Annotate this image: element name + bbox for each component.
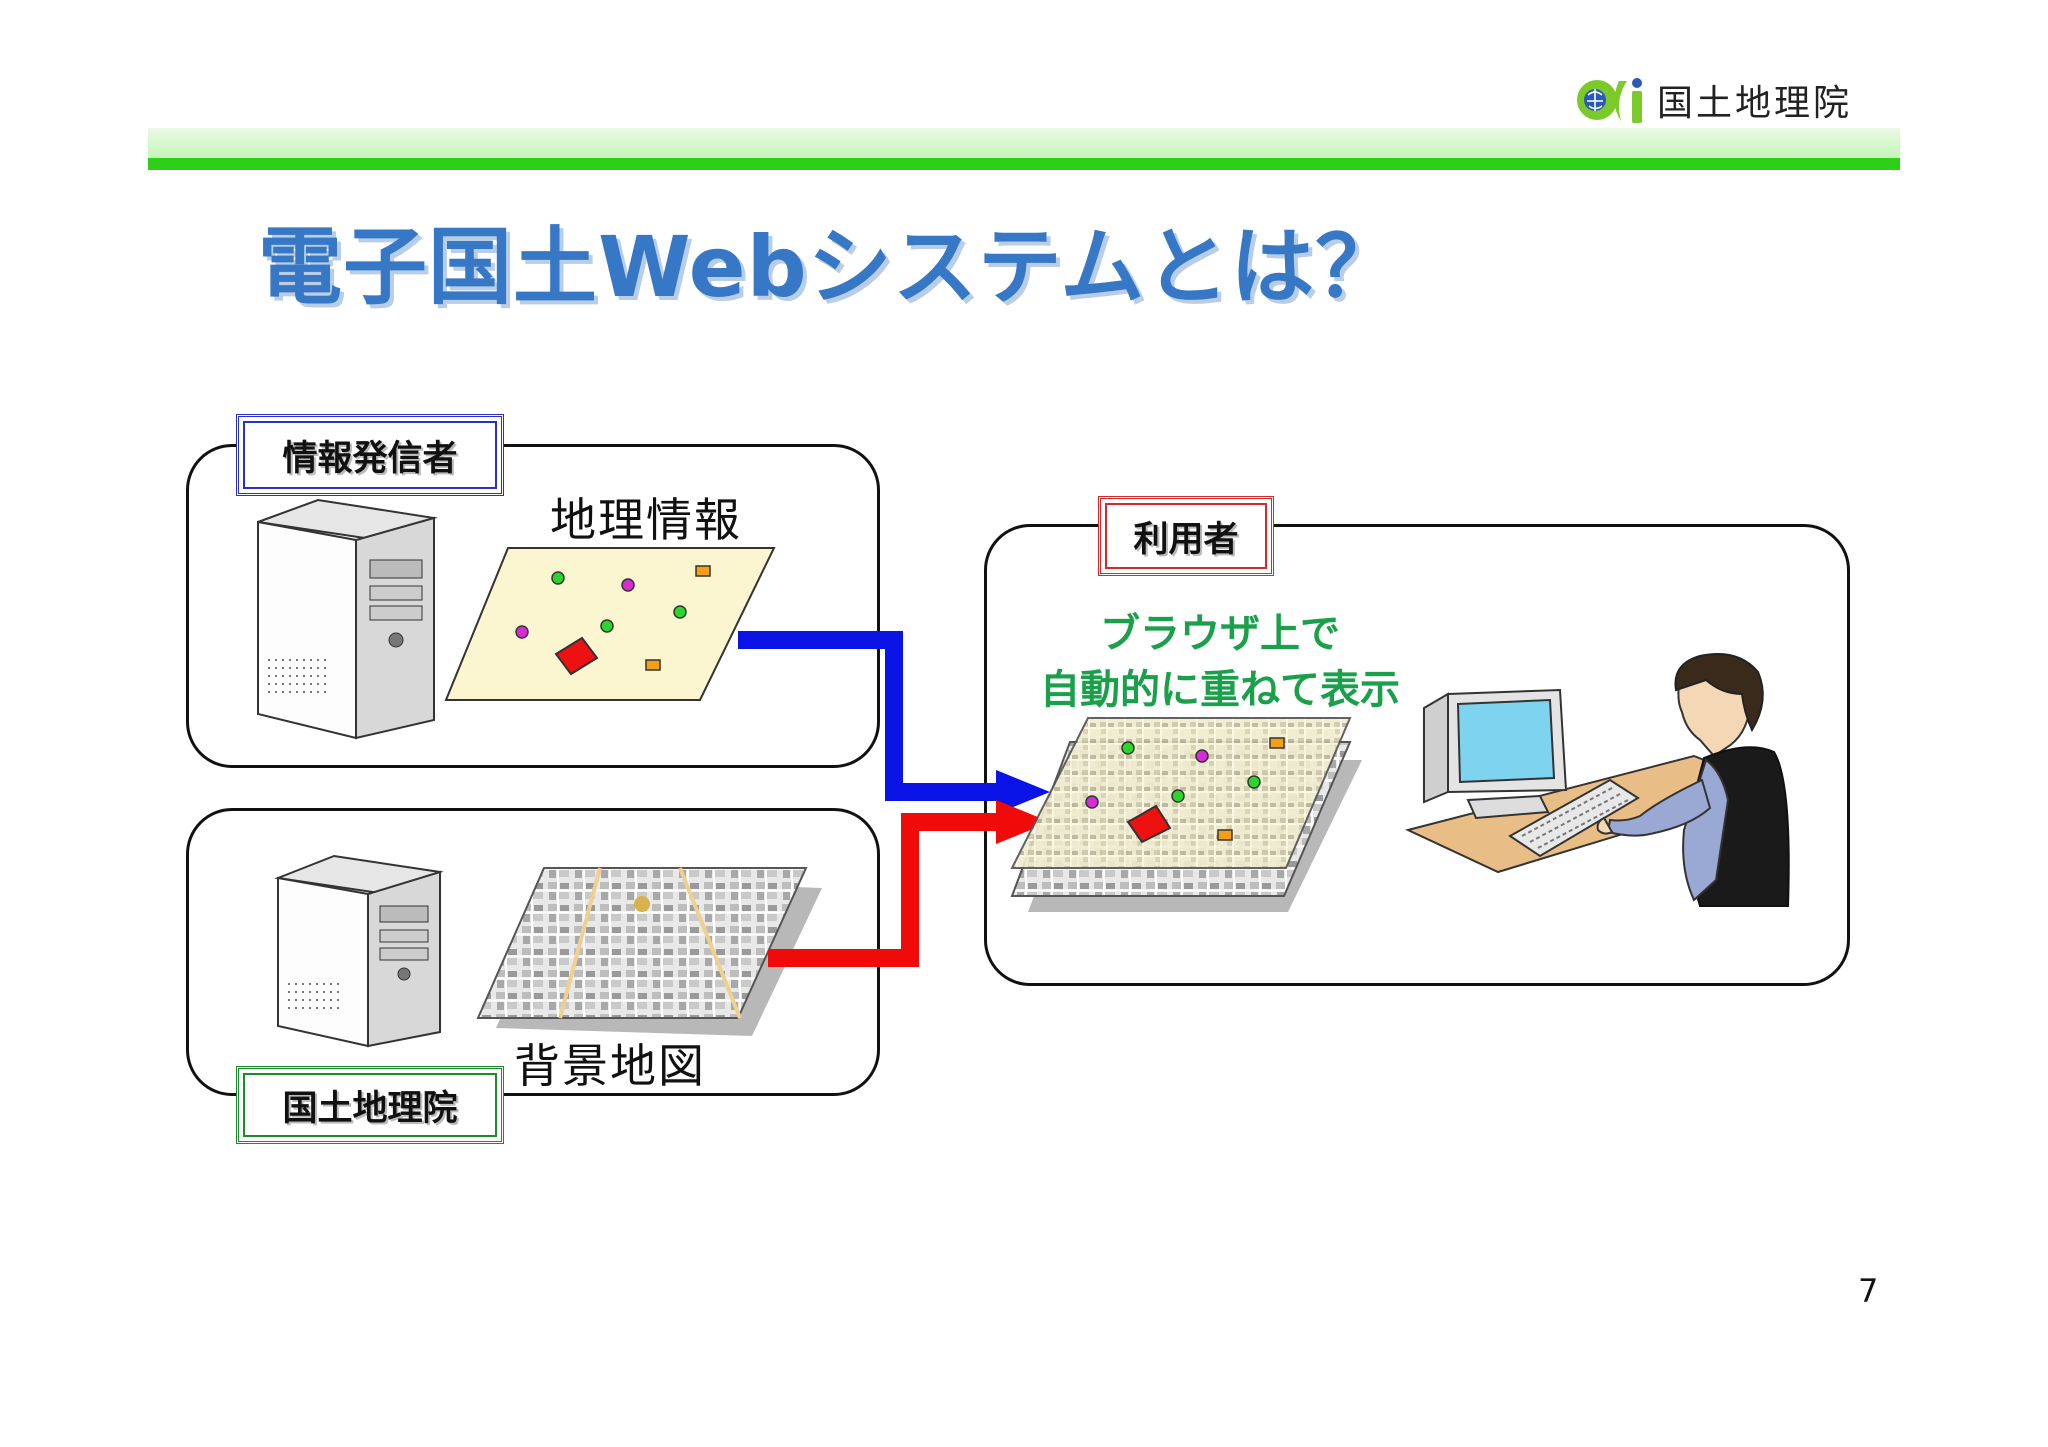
- overlay-note: ブラウザ上で 自動的に重ねて表示: [1010, 606, 1430, 718]
- user-tag: 利用者: [1098, 496, 1274, 576]
- arrow-icon: [768, 800, 1050, 967]
- map-layer-icon: [1010, 717, 1362, 912]
- overlay-note-line1: ブラウザ上で: [1100, 611, 1340, 657]
- sender-tag: 情報発信者: [236, 414, 504, 496]
- background-map-label: 背景地図: [514, 1039, 706, 1093]
- gsi-tag: 国土地理院: [236, 1066, 504, 1144]
- arrow-icon: [738, 631, 1050, 814]
- logo-icon: [1577, 78, 1642, 123]
- page-title: 電子国土Webシステムとは？: [258, 218, 1401, 316]
- server-icon: [274, 854, 444, 1048]
- map-layer-icon: [476, 867, 822, 1036]
- header-band-line: [148, 158, 1900, 170]
- geo-info-label: 地理情報: [550, 493, 742, 547]
- logo-text: 国土地理院: [1657, 83, 1853, 124]
- header-band: [148, 128, 1900, 158]
- overlay-note-line2: 自動的に重ねて表示: [1040, 667, 1400, 713]
- page-number: 7: [1858, 1272, 1879, 1310]
- server-icon: [257, 498, 438, 740]
- logo: 国土地理院: [1575, 72, 1852, 128]
- computer-user-icon: [1405, 653, 1790, 907]
- map-layer-icon: [444, 547, 776, 701]
